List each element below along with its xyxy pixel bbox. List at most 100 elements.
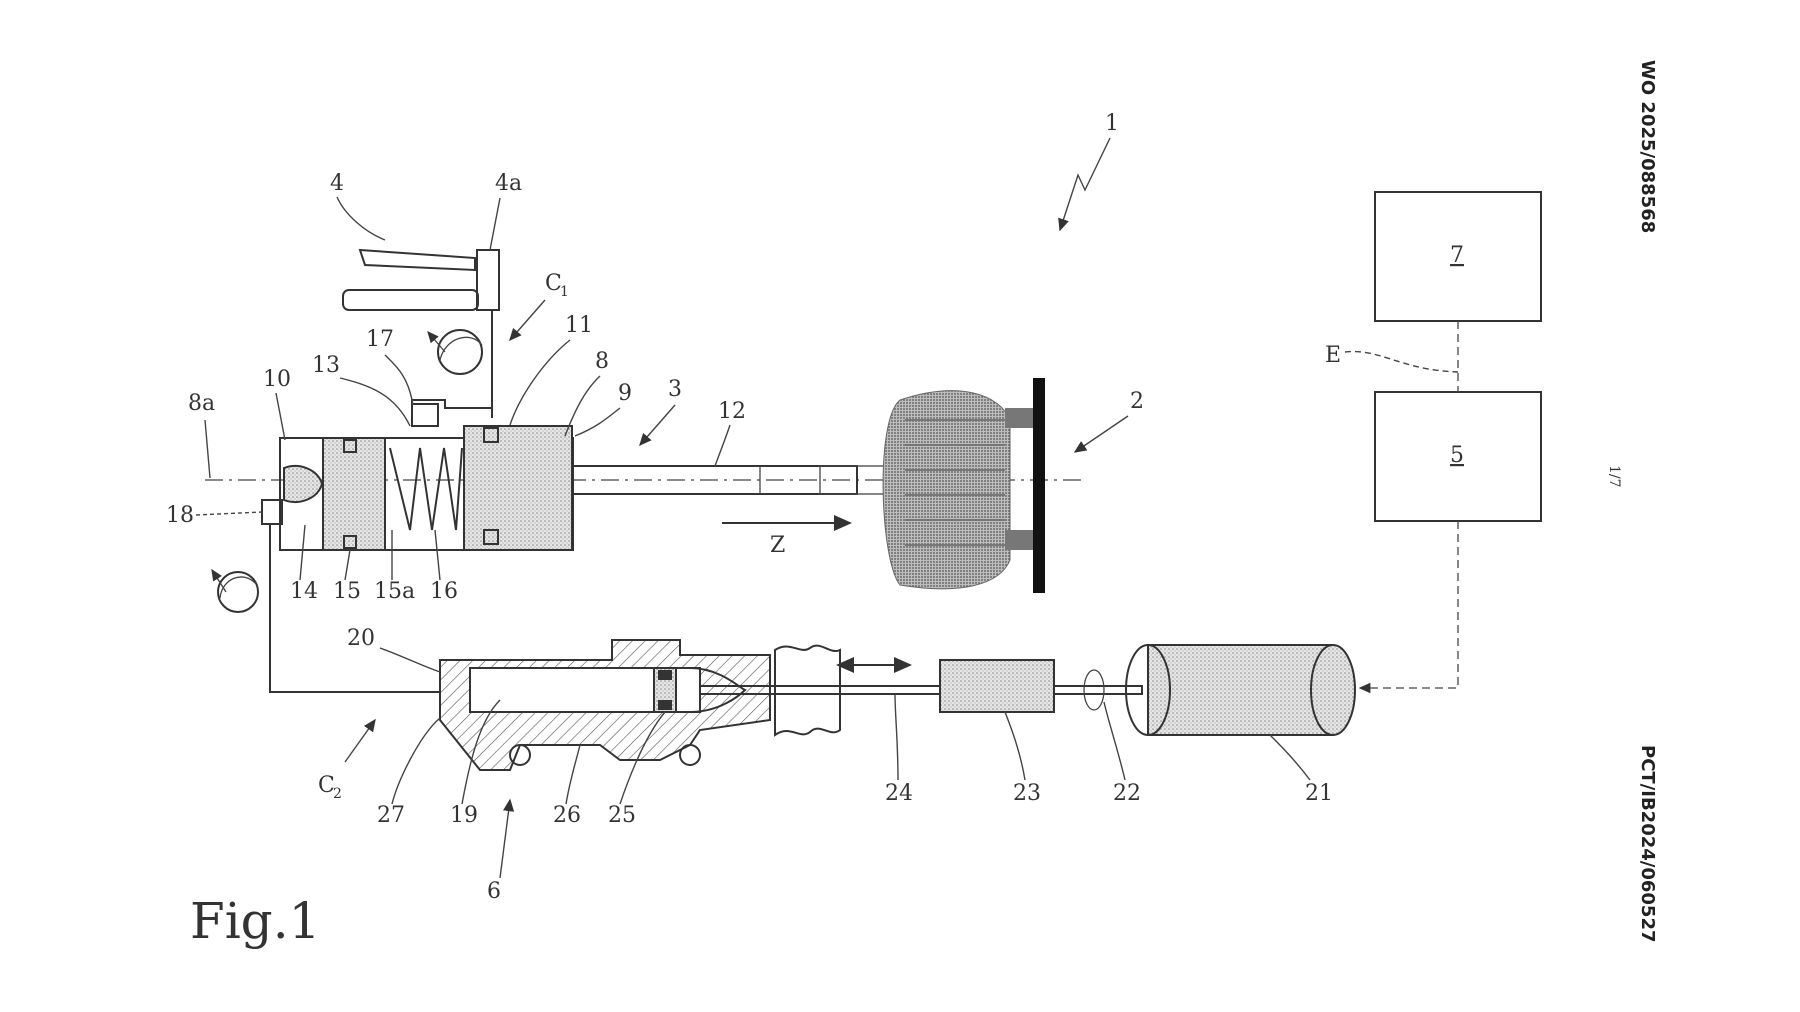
label-C1: C xyxy=(545,271,562,296)
label-25: 25 xyxy=(608,803,636,828)
leader-16 xyxy=(434,529,441,581)
leader-21 xyxy=(1269,734,1311,781)
label-11: 11 xyxy=(565,313,593,338)
label-23: 23 xyxy=(1013,781,1041,806)
label-21: 21 xyxy=(1305,781,1333,806)
label-13: 13 xyxy=(312,353,340,378)
label-19: 19 xyxy=(450,803,478,828)
label-16: 16 xyxy=(430,579,458,604)
brake-disc-assembly xyxy=(882,390,1033,590)
label-14: 14 xyxy=(290,579,318,604)
pipe-c1-reservoir xyxy=(411,399,492,418)
label-6: 6 xyxy=(487,879,501,904)
rod-head xyxy=(689,667,747,713)
rotation-arc-c1 xyxy=(439,336,483,361)
label-2: 2 xyxy=(1130,389,1144,414)
shaft-22 xyxy=(1053,685,1143,695)
label-18: 18 xyxy=(166,503,194,528)
figure-label: Fig.1 xyxy=(190,892,320,950)
mount-hole-2 xyxy=(679,744,701,766)
rotation-arc-c2 xyxy=(219,576,257,599)
label-10: 10 xyxy=(263,367,291,392)
push-rod-12 xyxy=(571,465,858,495)
seal-11-top xyxy=(483,427,499,443)
mount-hole-1 xyxy=(509,744,531,766)
leader-19 xyxy=(461,699,501,805)
brake-plate xyxy=(1033,378,1045,593)
leader-6 xyxy=(499,798,515,879)
leader-18 xyxy=(195,511,263,516)
rotation-symbol-c2 xyxy=(217,571,259,613)
label-E: E xyxy=(1325,343,1341,368)
leader-4 xyxy=(336,196,386,241)
leader-C1 xyxy=(509,299,546,342)
leader-23 xyxy=(1004,711,1026,781)
leader-13 xyxy=(339,377,411,427)
motor-face xyxy=(1125,644,1171,736)
label-15: 15 xyxy=(333,579,361,604)
port-17 xyxy=(411,403,439,427)
label-27: 27 xyxy=(377,803,405,828)
label-3: 3 xyxy=(668,377,682,402)
label-8a: 8a xyxy=(188,391,215,416)
leader-12 xyxy=(714,424,731,467)
label-9: 9 xyxy=(618,381,632,406)
piston-11 xyxy=(463,425,573,551)
leader-8 xyxy=(564,375,601,437)
leader-24 xyxy=(894,693,899,781)
rotation-symbol-c1 xyxy=(437,329,483,375)
piston-15 xyxy=(322,437,386,551)
label-4: 4 xyxy=(330,171,344,196)
leader-22 xyxy=(1103,701,1126,781)
label-Z: Z xyxy=(770,533,785,558)
pedal-pivot-4a xyxy=(476,249,500,311)
spring-16 xyxy=(389,447,463,531)
leader-26 xyxy=(565,744,581,805)
control-line-5-21 xyxy=(1358,521,1459,694)
label-20: 20 xyxy=(347,626,375,651)
seal-15-bottom xyxy=(343,535,357,549)
leader-C2 xyxy=(344,718,376,763)
leader-17 xyxy=(384,354,414,406)
label-5: 5 xyxy=(1450,443,1464,468)
rotation-arrow-c2 xyxy=(211,568,227,593)
transmission-23 xyxy=(939,659,1055,713)
pedal-base xyxy=(342,289,479,311)
leader-11 xyxy=(509,339,571,426)
leader-8a xyxy=(204,419,211,479)
label-1: 1 xyxy=(1105,111,1119,136)
leader-20 xyxy=(379,647,441,673)
publication-number: WO 2025/088568 xyxy=(1637,60,1658,233)
label-17: 17 xyxy=(366,327,394,352)
leader-1 xyxy=(1058,137,1111,232)
leader-25 xyxy=(619,711,666,805)
label-C1-sub: 1 xyxy=(560,284,569,300)
valve-tip xyxy=(283,465,324,503)
page-number: 1/7 xyxy=(1606,465,1622,488)
label-26: 26 xyxy=(553,803,581,828)
label-C2-sub: 2 xyxy=(333,786,342,802)
leader-3 xyxy=(639,404,676,447)
leader-27 xyxy=(391,717,441,805)
label-7: 7 xyxy=(1450,243,1464,268)
motor-21 xyxy=(1147,644,1334,736)
leader-14 xyxy=(299,524,306,581)
pedal-arm xyxy=(358,248,476,272)
seal-11-bottom xyxy=(483,529,499,545)
leader-2 xyxy=(1073,415,1129,453)
pipe-c2 xyxy=(269,524,440,693)
leader-15 xyxy=(344,549,351,581)
leader-10 xyxy=(275,392,286,441)
label-24: 24 xyxy=(885,781,913,806)
label-C2: C xyxy=(318,773,335,798)
seal-25-top xyxy=(658,670,672,680)
rotation-arrow-c1 xyxy=(427,331,446,353)
label-12: 12 xyxy=(718,399,746,424)
leader-9 xyxy=(574,407,621,437)
rotation-22 xyxy=(1083,669,1105,711)
label-8: 8 xyxy=(595,349,609,374)
application-number: PCT/IB2024/060527 xyxy=(1637,745,1658,943)
label-4a: 4a xyxy=(495,171,522,196)
label-15a: 15a xyxy=(374,579,415,604)
